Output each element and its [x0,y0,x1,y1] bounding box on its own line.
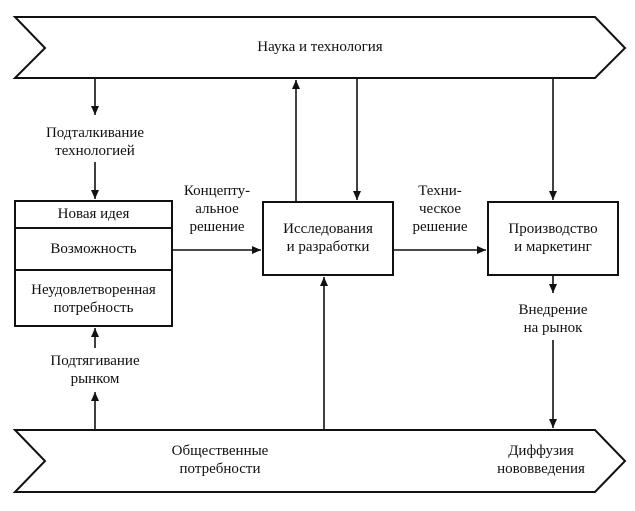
left-block-opportunity: Возможность [50,241,137,257]
push-label: Подталкивание технологией [30,124,160,160]
bottom-banner-shape [12,429,627,493]
rd-box-line-2: и разработки [286,239,370,255]
pull-label: Подтягивание рынком [30,352,160,388]
top-banner-label: Наука и технология [257,39,383,55]
prod-box-label: Производство и маркетинг [488,220,618,256]
left-block-unmet-need-line-1: Неудовлетворенная [31,282,156,298]
left-block-unmet-need-line-2: потребность [53,300,134,316]
bottom-banner-right-line-2: нововведения [497,461,585,477]
bottom-banner-left-line-2: потребности [179,461,261,477]
bottom-banner-left-label: Общественные потребности [150,442,290,478]
market-label: Внедрение на рынок [505,301,601,337]
bottom-banner-right-label: Диффузия нововведения [482,442,600,478]
tech-label-line-3: решение [412,219,468,235]
top-banner-shape [12,16,627,79]
bottom-banner-left-line-1: Общественные [171,443,269,459]
concept-label-line-3: решение [189,219,245,235]
push-label-line-1: Подталкивание [45,125,145,141]
market-label-line-1: Внедрение [518,302,588,318]
market-label-line-2: на рынок [523,320,583,336]
push-label-line-2: технологией [55,143,135,159]
tech-label-line-2: ческое [418,201,462,217]
prod-box-line-2: и маркетинг [514,239,592,255]
bottom-banner-right-line-1: Диффузия [508,443,574,459]
prod-box-line-1: Производство [508,221,598,237]
tech-label-line-1: Техни- [418,183,462,199]
concept-label-line-1: Концепту- [183,183,251,199]
pull-label-line-2: рынком [70,371,120,387]
rd-box-frame [262,201,394,276]
left-block-new-idea: Новая идея [57,206,130,222]
concept-label: Концепту- альное решение [172,182,262,236]
rd-box-line-1: Исследования [283,221,373,237]
concept-label-line-2: альное [195,201,239,217]
left-block-frame [14,200,173,327]
tech-label: Техни- ческое решение [395,182,485,236]
left-block-unmet-need: Неудовлетворенная потребность [15,281,172,317]
pull-label-line-1: Подтягивание [50,353,140,369]
rd-box-label: Исследования и разработки [263,220,393,256]
